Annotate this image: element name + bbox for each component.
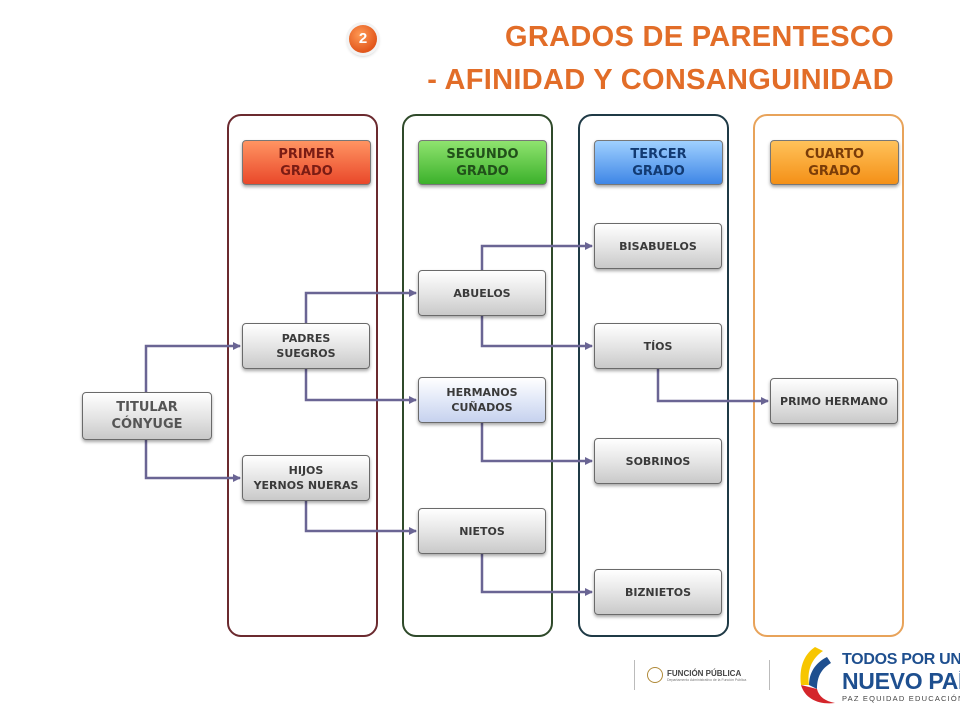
funcion-publica-sublabel: Departamento Administrativo de la Funció… bbox=[667, 677, 747, 682]
header-line: GRADO bbox=[632, 164, 685, 179]
node-hijos-yernos-nueras: HIJOS YERNOS NUERAS bbox=[242, 455, 370, 501]
header-line: GRADO bbox=[456, 164, 509, 179]
node-sobrinos: SOBRINOS bbox=[594, 438, 722, 484]
connector-padres-hermanos bbox=[304, 369, 417, 404]
connector-abuelos-tios bbox=[480, 316, 593, 350]
header-cuarto-grado: CUARTO GRADO bbox=[770, 140, 899, 185]
node-line: SOBRINOS bbox=[625, 454, 691, 468]
node-line: SUEGROS bbox=[276, 347, 336, 360]
header-tercer-grado: TERCER GRADO bbox=[594, 140, 723, 185]
node-hermanos-cunados: HERMANOS CUÑADOS bbox=[418, 377, 546, 423]
node-line: ABUELOS bbox=[453, 286, 511, 300]
header-line: GRADO bbox=[808, 164, 861, 179]
connector-abuelos-bisabuelos bbox=[480, 242, 593, 270]
header-segundo-grado: SEGUNDO GRADO bbox=[418, 140, 547, 185]
node-primo-hermano: PRIMO HERMANO bbox=[770, 378, 898, 424]
connector-tios-primo bbox=[656, 369, 769, 405]
column-cuarto-grado bbox=[753, 114, 904, 637]
node-titular-conyuge: TITULAR CÓNYUGE bbox=[82, 392, 212, 440]
connector-hermanos-sobrinos bbox=[480, 423, 593, 465]
title-line-2: - AFINIDAD Y CONSANGUINIDAD bbox=[427, 64, 894, 96]
node-line: PRIMO HERMANO bbox=[780, 394, 888, 408]
nuevo-pais-line-1: TODOS POR UN bbox=[842, 651, 960, 668]
node-padres-suegros: PADRES SUEGROS bbox=[242, 323, 370, 369]
header-line: PRIMER bbox=[278, 147, 335, 162]
node-line: CÓNYUGE bbox=[111, 417, 183, 432]
column-segundo-grado bbox=[402, 114, 553, 637]
connector-titular-padres bbox=[144, 342, 241, 392]
node-bisabuelos: BISABUELOS bbox=[594, 223, 722, 269]
node-line: PADRES bbox=[281, 332, 331, 345]
header-line: GRADO bbox=[280, 164, 333, 179]
node-line: BISABUELOS bbox=[619, 239, 697, 253]
connector-padres-abuelos bbox=[304, 289, 417, 323]
header-primer-grado: PRIMER GRADO bbox=[242, 140, 371, 185]
node-line: YERNOS NUERAS bbox=[253, 479, 359, 492]
nuevo-pais-line-3: PAZ EQUIDAD EDUCACIÓN bbox=[842, 694, 960, 703]
colombia-flag-swoosh-icon bbox=[800, 647, 835, 704]
node-line: CUÑADOS bbox=[451, 401, 513, 414]
column-primer-grado bbox=[227, 114, 378, 637]
nuevo-pais-line-2: NUEVO PAÍS bbox=[842, 668, 960, 694]
node-line: TITULAR bbox=[116, 400, 178, 415]
column-tercer-grado bbox=[578, 114, 729, 637]
node-abuelos: ABUELOS bbox=[418, 270, 546, 316]
title-line-1: GRADOS DE PARENTESCO bbox=[505, 21, 894, 53]
node-line: TÍOS bbox=[643, 339, 673, 353]
connector-hijos-nietos bbox=[304, 501, 417, 535]
header-line: SEGUNDO bbox=[446, 147, 519, 162]
node-line: NIETOS bbox=[459, 524, 505, 538]
node-line: HERMANOS bbox=[446, 386, 518, 399]
nuevo-pais-logo: TODOS POR UN NUEVO PAÍS PAZ EQUIDAD EDUC… bbox=[842, 651, 960, 704]
funcion-publica-label: FUNCIÓN PÚBLICA bbox=[667, 668, 742, 678]
connector-titular-hijos bbox=[144, 440, 241, 482]
header-line: CUARTO bbox=[804, 147, 865, 162]
coat-of-arms-icon bbox=[647, 667, 663, 683]
node-line: HIJOS bbox=[288, 464, 324, 477]
slide-title: GRADOS DE PARENTESCO - AFINIDAD Y CONSAN… bbox=[427, 16, 894, 102]
node-line: BIZNIETOS bbox=[624, 585, 692, 599]
slide-number-badge: 2 bbox=[349, 25, 377, 53]
connector-nietos-biznietos bbox=[480, 554, 593, 596]
header-line: TERCER bbox=[630, 147, 687, 162]
node-tios: TÍOS bbox=[594, 323, 722, 369]
node-biznietos: BIZNIETOS bbox=[594, 569, 722, 615]
funcion-publica-logo: FUNCIÓN PÚBLICA Departamento Administrat… bbox=[634, 660, 770, 690]
node-nietos: NIETOS bbox=[418, 508, 546, 554]
